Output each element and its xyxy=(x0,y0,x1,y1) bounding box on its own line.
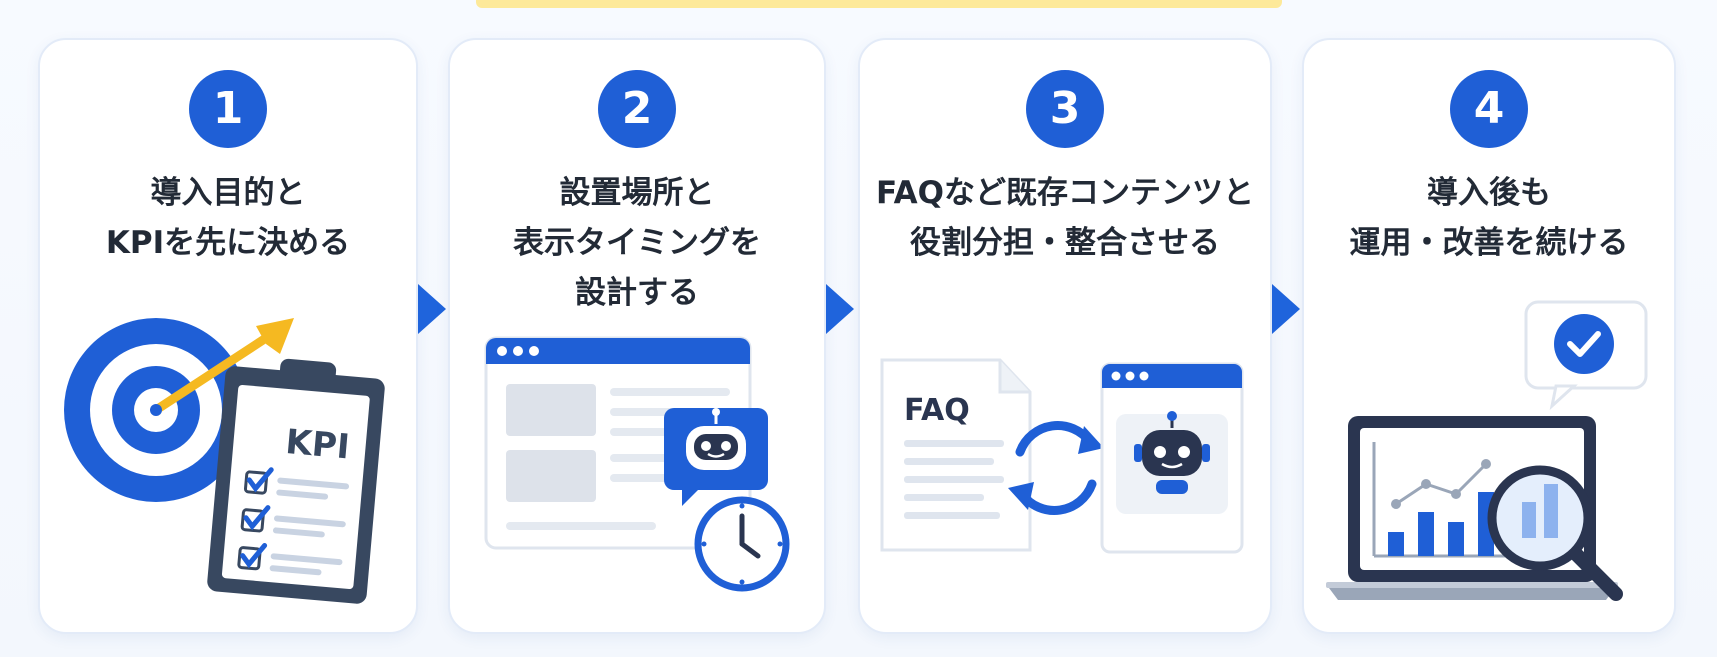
step-title-line: 設計する xyxy=(575,275,699,311)
step-title-line: 導入後も xyxy=(1427,175,1551,211)
chatbot-icon xyxy=(664,408,768,506)
top-banner-strip xyxy=(476,0,1282,8)
step-title-line: 設置場所と xyxy=(559,175,715,211)
step-title: 設置場所と 表示タイミングを 設計する xyxy=(456,168,818,318)
faq-sync-illustration: FAQ xyxy=(880,358,1244,554)
step-title-line: 導入目的と xyxy=(150,175,306,211)
check-icon xyxy=(1554,314,1614,374)
step-title-line: 表示タイミングを xyxy=(513,225,761,261)
step-card-1: 1 導入目的と KPIを先に決める KPI xyxy=(38,38,418,634)
sync-icon xyxy=(1008,421,1104,515)
target-kpi-illustration: KPI xyxy=(64,318,385,604)
step-number-badge: 3 xyxy=(1026,70,1104,148)
step-title: FAQなど既存コンテンツと 役割分担・整合させる xyxy=(866,168,1264,268)
step-title-line: KPIを先に決める xyxy=(105,225,351,261)
step-title-line: FAQなど既存コンテンツと xyxy=(876,175,1254,211)
step-card-4: 4 導入後も 運用・改善を続ける xyxy=(1302,38,1676,634)
chatbot-icon xyxy=(1134,411,1210,494)
dart-icon xyxy=(150,318,294,416)
step-card-2: 2 設置場所と 表示タイミングを 設計する xyxy=(448,38,826,634)
laptop-analytics-illustration xyxy=(1326,300,1648,601)
step-card-3: 3 FAQなど既存コンテンツと 役割分担・整合させる FAQ xyxy=(858,38,1272,634)
browser-chatbot-illustration xyxy=(484,336,790,592)
check-bubble-icon xyxy=(1524,300,1648,411)
step-title-line: 役割分担・整合させる xyxy=(910,225,1220,261)
faq-document-icon: FAQ xyxy=(880,358,1032,552)
magnifier-icon xyxy=(1487,465,1623,601)
step-number-badge: 1 xyxy=(189,70,267,148)
step-title: 導入目的と KPIを先に決める xyxy=(46,168,410,268)
clipboard-icon: KPI xyxy=(207,358,385,604)
clock-icon xyxy=(694,496,790,592)
arrow-right-icon xyxy=(826,284,854,334)
arrow-right-icon xyxy=(418,284,446,334)
arrow-right-icon xyxy=(1272,284,1300,334)
step-title: 導入後も 運用・改善を続ける xyxy=(1310,168,1668,268)
faq-document-label: FAQ xyxy=(904,393,970,428)
step-title-line: 運用・改善を続ける xyxy=(1349,225,1629,261)
step-number-badge: 2 xyxy=(598,70,676,148)
clipboard-kpi-label: KPI xyxy=(284,422,351,467)
step-number-badge: 4 xyxy=(1450,70,1528,148)
